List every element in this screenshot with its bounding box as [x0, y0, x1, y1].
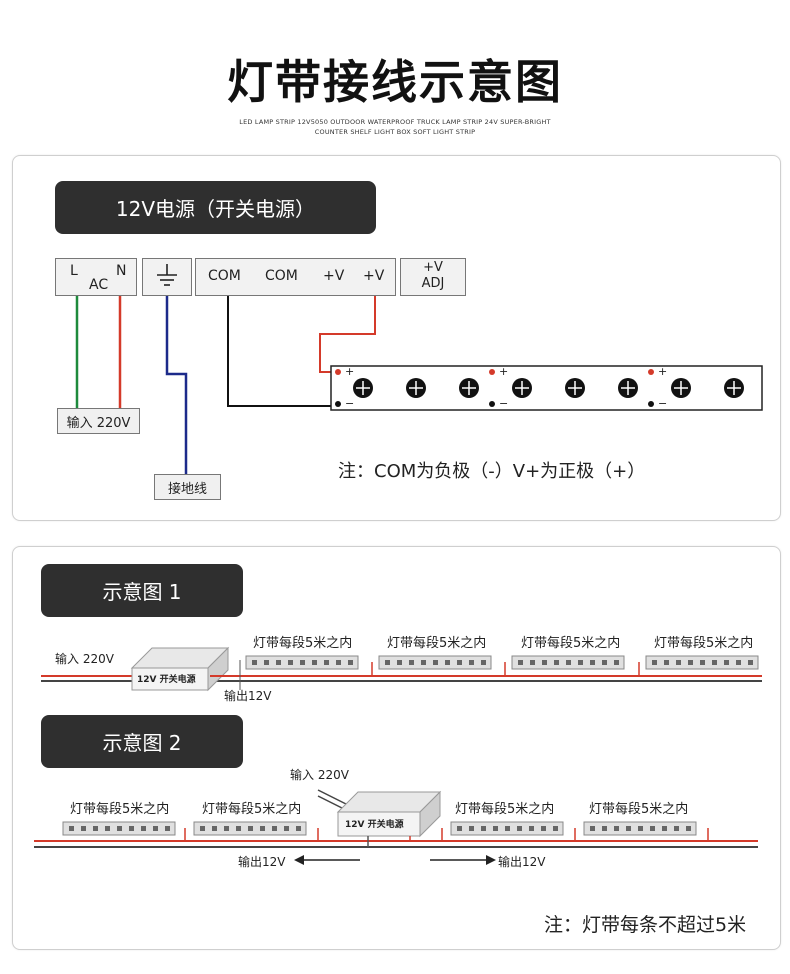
terminal-output — [195, 258, 396, 296]
led-chip-crosses — [356, 381, 741, 395]
terminal-adj-top: +V — [423, 260, 443, 275]
strip-minus-3: − — [658, 397, 668, 410]
terminal-n-label: N — [116, 263, 127, 279]
footer-note: 注：灯带每条不超过5米 — [544, 914, 747, 936]
d2-output-left-label: 输出12V — [238, 855, 286, 869]
subtitle-line-1: LED LAMP STRIP 12V5050 OUTDOOR WATERPROO… — [239, 118, 551, 126]
diagram1-header: 示意图 1 — [41, 564, 243, 617]
d2-segment-label-2: 灯带每段5米之内 — [202, 802, 302, 817]
terminal-com-2: COM — [265, 268, 298, 284]
d1-strips — [245, 655, 759, 670]
d2-psu — [336, 790, 442, 838]
d1-segment-label-2: 灯带每段5米之内 — [387, 636, 487, 651]
arrow-right-icon — [430, 855, 496, 865]
positive-wire — [319, 296, 376, 373]
d1-segment-label-1: 灯带每段5米之内 — [253, 636, 353, 651]
strip-minus-2: − — [499, 397, 509, 410]
wiring-header: 12V电源（开关电源） — [55, 181, 376, 234]
d1-segment-label-4: 灯带每段5米之内 — [654, 636, 754, 651]
d2-strip-chips — [69, 826, 691, 831]
terminal-adj — [400, 258, 466, 296]
terminal-ac-label: AC — [89, 277, 109, 293]
d1-drops — [371, 662, 640, 676]
d1-segment-label-3: 灯带每段5米之内 — [521, 636, 621, 651]
d1-psu — [130, 646, 230, 692]
d1-input-label: 输入 220V — [55, 652, 114, 666]
d2-segment-label-1: 灯带每段5米之内 — [70, 802, 170, 817]
d2-segment-label-4: 灯带每段5米之内 — [589, 802, 689, 817]
subtitle-line-2: COUNTER SHELF LIGHT BOX SOFT LIGHT STRIP — [314, 128, 476, 136]
d2-psu-label: 12V 开关电源 — [345, 820, 404, 830]
d2-output-right-label: 输出12V — [498, 855, 546, 869]
strip-pads — [335, 369, 654, 407]
strip-plus-1: + — [345, 365, 355, 378]
terminal-v-1: +V — [323, 268, 345, 284]
d2-bus — [34, 840, 758, 848]
d1-psu-label: 12V 开关电源 — [137, 675, 196, 685]
strip-plus-2: + — [499, 365, 509, 378]
input-220v-tag: 输入 220V — [57, 408, 140, 434]
terminal-l-label: L — [70, 263, 78, 279]
diagram2-header: 示意图 2 — [41, 715, 243, 768]
strip-minus-1: − — [345, 397, 355, 410]
strip-plus-3: + — [658, 365, 668, 378]
terminal-com-1: COM — [208, 268, 241, 284]
d2-input-label: 输入 220V — [290, 768, 349, 782]
d2-segment-label-3: 灯带每段5米之内 — [455, 802, 555, 817]
wiring-note: 注：COM为负极（-）V+为正极（+） — [338, 461, 646, 482]
d1-strip-chips — [252, 660, 753, 665]
com-wire — [227, 296, 336, 407]
terminal-v-2: +V — [363, 268, 385, 284]
arrow-left-icon — [294, 855, 360, 865]
d1-output-label: 输出12V — [224, 689, 272, 703]
terminal-ac — [55, 258, 137, 296]
d2-drops — [184, 828, 709, 841]
terminal-adj-bottom: ADJ — [421, 276, 445, 291]
ground-tag: 接地线 — [154, 474, 221, 500]
ground-wire — [165, 296, 188, 474]
led-strip — [330, 365, 763, 411]
ground-icon — [157, 264, 177, 286]
page-title: 灯带接线示意图 — [227, 55, 563, 109]
